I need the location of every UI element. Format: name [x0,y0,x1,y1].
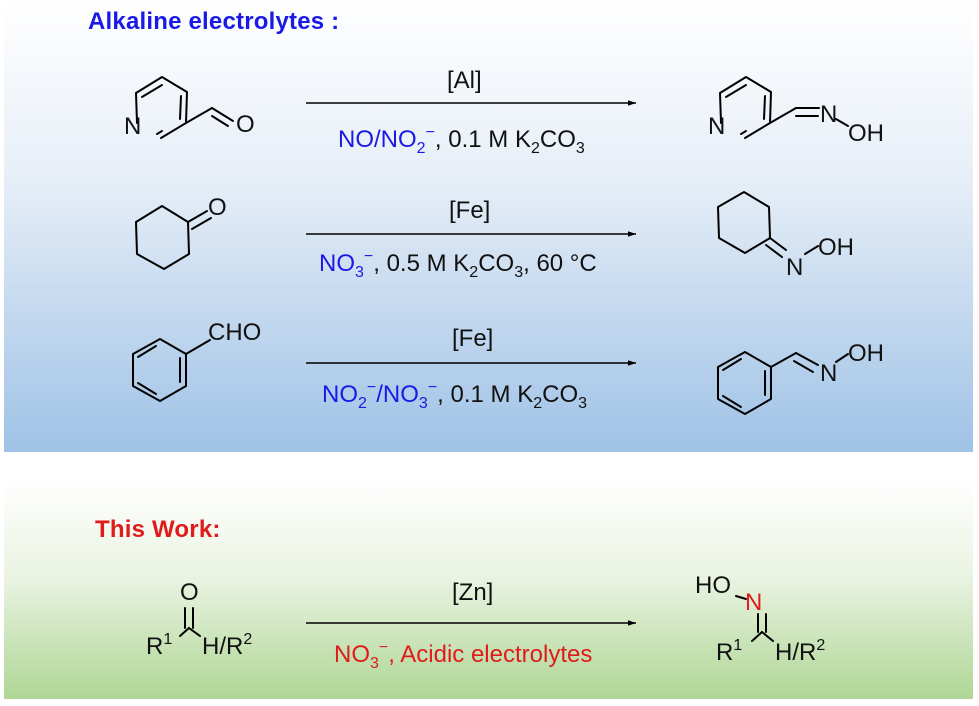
this-work-reaction: O R1 H/R2 [Zn] NO3−, Acidic electrolytes… [146,572,825,672]
product-1-oh: OH [848,120,884,147]
product-2-oh: OH [818,234,854,261]
product-h-r2: H/R2 [775,637,825,666]
reaction-3: CHO [Fe] NO2−/NO3−, 0.1 M K2CO3 N OH [132,319,884,415]
product-3-n: N [820,360,837,387]
reaction-1: N O [Al] NO/NO2−, 0.1 M K2CO3 N N OH [124,67,884,157]
conditions-1: NO/NO2−, 0.1 M K2CO3 [338,124,585,157]
product-n: N [745,589,762,616]
catalyst-fe-1: [Fe] [449,197,490,224]
product-1-ring-n: N [708,113,725,140]
reaction-2: O [Fe] NO3−, 0.5 M K2CO3, 60 °C N OH [135,191,854,281]
benzaldoxime-structure: N OH [717,340,884,415]
this-work-panel [4,481,973,699]
reactant-2-o: O [208,194,227,221]
alkaline-panel [4,0,973,452]
product-ho: HO [695,572,731,599]
reactant-1-o: O [236,111,255,138]
reactant-h-r2: H/R2 [202,631,252,660]
cyclohexanone-structure: O [135,194,227,270]
oxime-product-structure: HO N R1 H/R2 [695,572,825,666]
catalyst-zn: [Zn] [452,579,493,606]
catalyst-fe-2: [Fe] [452,325,493,352]
reactant-o: O [180,579,199,606]
conditions-3: NO2−/NO3−, 0.1 M K2CO3 [322,379,587,412]
benzaldehyde-structure: CHO [132,319,261,402]
pyridine-aldehyde-structure: N O [124,76,255,140]
product-r1: R1 [716,637,742,666]
conditions-work: NO3−, Acidic electrolytes [334,639,592,672]
this-work-title: This Work: [95,516,221,543]
product-1-oxime-n: N [820,101,837,128]
alkaline-title: Alkaline electrolytes : [88,8,340,35]
carbonyl-reactant-structure: O R1 H/R2 [146,579,252,660]
reactant-3-cho: CHO [208,319,261,346]
product-3-oh: OH [848,340,884,367]
pyridine-oxime-structure: N N OH [708,76,884,147]
product-2-n: N [786,254,803,281]
catalyst-al: [Al] [447,67,482,94]
cyclohexanone-oxime-structure: N OH [717,191,854,281]
reactant-1-n: N [124,113,141,140]
conditions-2: NO3−, 0.5 M K2CO3, 60 °C [319,248,597,281]
reactant-r1: R1 [146,631,172,660]
